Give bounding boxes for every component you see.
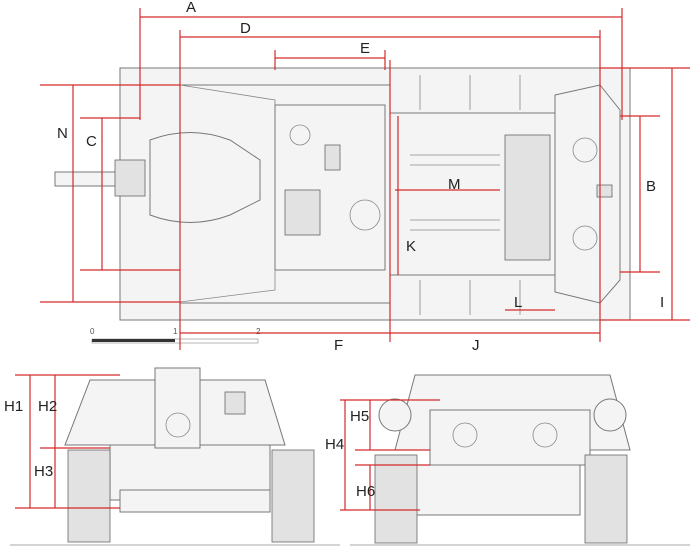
dim-label-h1: H1 (4, 398, 23, 415)
dim-label-k: K (406, 238, 416, 255)
dim-label-d: D (240, 20, 251, 37)
dim-label-h2: H2 (38, 398, 57, 415)
scale-tick-2: 2 (256, 327, 261, 336)
dim-label-h3: H3 (34, 463, 53, 480)
dim-label-j: J (472, 337, 480, 354)
dim-label-e: E (360, 40, 370, 57)
top-view-hull (54, 67, 631, 321)
front-view (64, 367, 315, 543)
dim-label-c: C (86, 133, 97, 150)
dim-label-h6: H6 (356, 483, 375, 500)
dim-label-b: B (646, 178, 656, 195)
dimension-lines (15, 8, 690, 511)
dim-label-m: M (448, 176, 461, 193)
dim-label-f: F (334, 337, 343, 354)
dim-label-l: L (514, 294, 522, 311)
scale-tick-1: 1 (173, 327, 178, 336)
dim-label-i: I (660, 294, 664, 311)
dim-label-n: N (57, 125, 68, 142)
scale-bar: 0 1 2 (90, 327, 261, 344)
rear-view (374, 374, 631, 544)
dim-label-h5: H5 (350, 408, 369, 425)
scale-tick-0: 0 (90, 327, 95, 336)
gun-barrel (54, 171, 121, 187)
dim-label-h4: H4 (325, 436, 344, 453)
dim-label-a: A (186, 0, 196, 16)
